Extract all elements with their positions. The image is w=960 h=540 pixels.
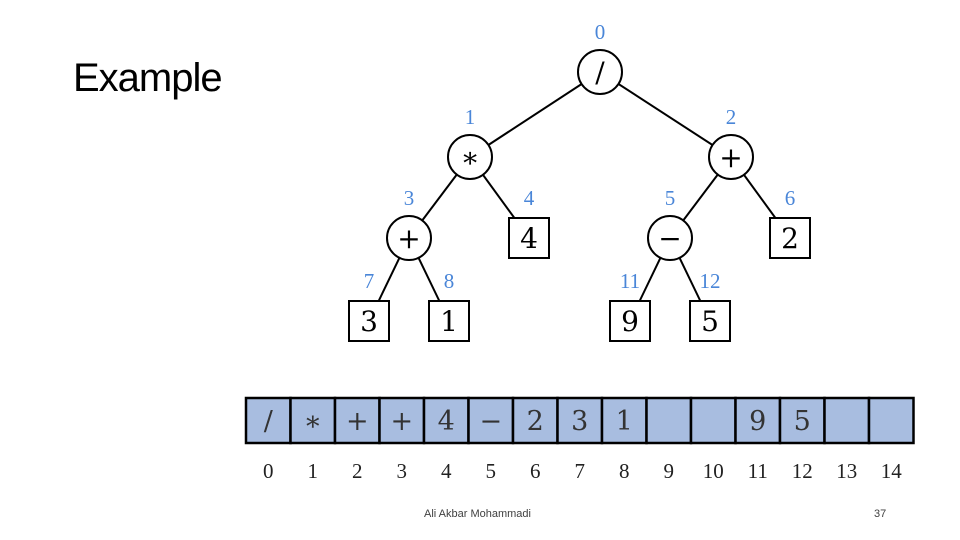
- tree-node-index: 12: [700, 269, 721, 293]
- page-number: 37: [874, 508, 887, 520]
- array-index-label: 7: [575, 459, 586, 483]
- array-index-label: 5: [486, 459, 497, 483]
- array-cell: [823, 396, 871, 445]
- array-cell: [422, 396, 470, 445]
- tree-node-2: +2: [708, 105, 754, 180]
- array-cell-value: 2: [527, 406, 544, 437]
- tree-node-label: 1: [440, 305, 458, 338]
- tree-node-index: 11: [620, 269, 640, 293]
- tree-node-label: −: [658, 222, 681, 255]
- tree-node-4: 44: [508, 186, 550, 259]
- operator-circle: [577, 49, 623, 95]
- tree-node-3: +3: [386, 186, 432, 261]
- tree-node-1: ∗1: [447, 105, 493, 180]
- operator-circle: [447, 134, 493, 180]
- array-index-label: 3: [397, 459, 408, 483]
- tree-node-label: +: [397, 222, 420, 255]
- array-index-label: 13: [836, 459, 857, 483]
- operator-circle: [386, 215, 432, 261]
- array-cell: [734, 396, 782, 445]
- array-index-label: 1: [308, 459, 319, 483]
- tree-node-6: 26: [769, 186, 811, 259]
- array-cell-value: /: [264, 406, 274, 437]
- tree-node-label: 4: [520, 222, 538, 255]
- array-cell: [333, 396, 381, 445]
- array-cell: [867, 396, 915, 445]
- tree-edge: [469, 71, 601, 158]
- slide-title: Example: [73, 56, 223, 100]
- tree-node-index: 6: [785, 186, 796, 210]
- array-cell: [378, 396, 426, 445]
- array-cell-value: 9: [749, 406, 766, 437]
- tree-node-label: 5: [701, 305, 719, 338]
- array-cell-value: 4: [438, 406, 455, 437]
- array-index-label: 0: [263, 459, 274, 483]
- tree-node-7: 37: [348, 269, 390, 342]
- tree-node-12: 5 12: [689, 269, 731, 342]
- tree-node-0: /0: [577, 20, 623, 95]
- operand-box: [508, 217, 550, 259]
- tree-node-8: 18: [428, 269, 470, 342]
- operator-circle: [647, 215, 693, 261]
- operand-box: [769, 217, 811, 259]
- array-cell: [556, 396, 604, 445]
- operand-box: [428, 300, 470, 342]
- array-cell-value: 5: [794, 406, 811, 437]
- array-index-label: 10: [703, 459, 724, 483]
- array-index-label: 2: [352, 459, 363, 483]
- array-cell: [645, 396, 693, 445]
- tree-node-label: 9: [621, 305, 639, 338]
- tree-node-label: +: [719, 141, 742, 174]
- tree-node-label: 3: [360, 305, 378, 338]
- operand-box: [609, 300, 651, 342]
- array-cell-value: ∗: [304, 406, 322, 437]
- operator-circle: [708, 134, 754, 180]
- array-index-label: 9: [664, 459, 675, 483]
- tree-node-index: 0: [595, 20, 606, 44]
- tree-node-label: /: [595, 56, 605, 89]
- tree-node-index: 7: [364, 269, 375, 293]
- tree-node-label: ∗: [460, 141, 479, 174]
- array-index-label: 8: [619, 459, 630, 483]
- tree-node-index: 4: [524, 186, 535, 210]
- footer-author: Ali Akbar Mohammadi: [424, 508, 531, 520]
- array-index-label: 4: [441, 459, 452, 483]
- array-index-label: 11: [748, 459, 768, 483]
- array-index-label: 6: [530, 459, 541, 483]
- array-index-label: 12: [792, 459, 813, 483]
- tree-node-index: 5: [665, 186, 676, 210]
- array-cell: [289, 396, 337, 445]
- array-cell: [689, 396, 737, 445]
- array-cell-value: −: [479, 406, 502, 437]
- array-cell-value: 1: [616, 406, 633, 437]
- operand-box: [348, 300, 390, 342]
- tree-node-label: 2: [781, 222, 799, 255]
- tree-node-index: 1: [465, 105, 476, 129]
- array-cell: [778, 396, 826, 445]
- operand-box: [689, 300, 731, 342]
- tree-node-index: 8: [444, 269, 455, 293]
- tree-edge: [599, 71, 732, 158]
- tree-node-11: 9 11: [609, 269, 651, 342]
- array-cell-value: +: [390, 406, 413, 437]
- tree-node-index: 3: [404, 186, 415, 210]
- tree-node-5: −5: [647, 186, 693, 261]
- array-cell-value: 3: [571, 406, 588, 437]
- array-cell-value: +: [346, 406, 369, 437]
- array-index-label: 14: [881, 459, 903, 483]
- tree-node-index: 2: [726, 105, 737, 129]
